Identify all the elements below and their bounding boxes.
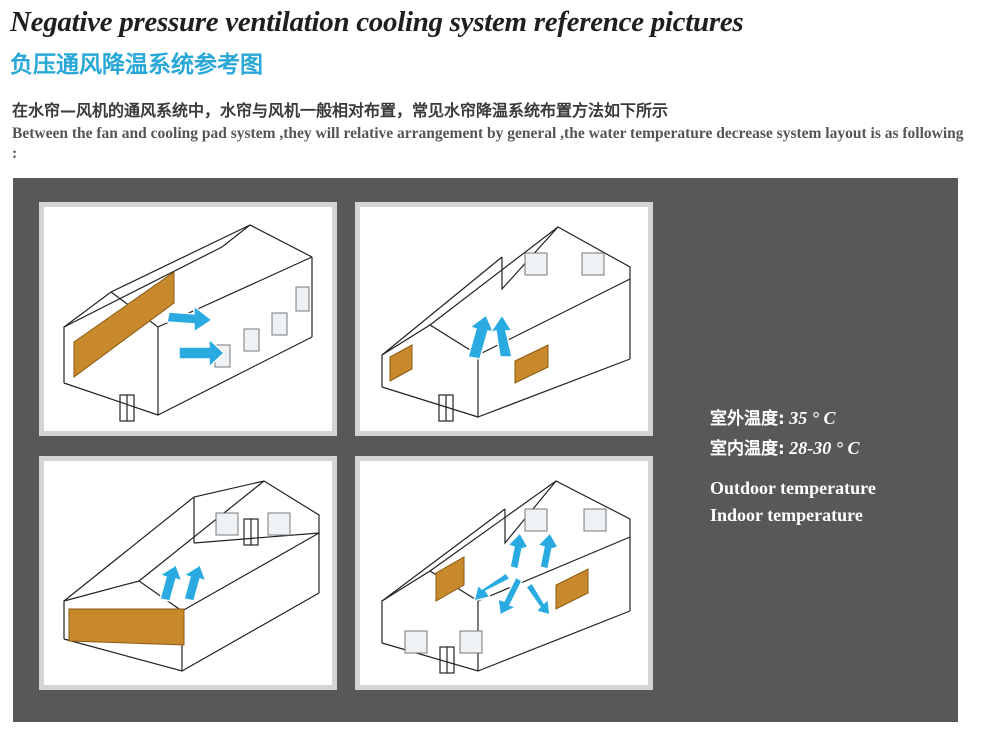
airflow-arrow-icon <box>166 304 214 334</box>
diagram-3-house <box>63 480 320 672</box>
fan-icon <box>524 508 548 532</box>
legend-outdoor-label-en: Outdoor temperature <box>710 478 876 498</box>
fan-icon <box>295 286 310 312</box>
diagram-3-card <box>39 456 337 690</box>
diagram-2-house <box>381 226 631 422</box>
airflow-arrow-icon <box>524 581 551 617</box>
intro-text-cn: 在水帘—风机的通风系统中，水帘与风机一般相对布置，常见水帘降温系统布置方法如下所… <box>12 101 669 120</box>
cooling-pad-icon <box>68 608 185 646</box>
fan-icon <box>524 252 548 276</box>
airflow-arrow-icon <box>467 313 496 360</box>
cooling-pad-icon <box>389 344 413 382</box>
intro-text-en: Between the fan and cooling pad system ,… <box>12 125 964 162</box>
page-subtitle-cn: 负压通风降温系统参考图 <box>10 52 263 78</box>
airflow-arrow-icon <box>472 571 512 603</box>
diagram-4-house <box>381 480 631 674</box>
legend-indoor-value: 28-30 ° C <box>789 438 860 458</box>
fan-icon <box>271 312 288 336</box>
fan-icon <box>581 252 605 276</box>
legend-indoor-label-en: Indoor temperature <box>710 505 863 525</box>
fan-icon <box>215 512 239 536</box>
legend-indoor-row: 室内温度: 28-30 ° C <box>710 434 859 459</box>
legend-outdoor-row: 室外温度: 35 ° C <box>710 404 835 429</box>
airflow-arrow-icon <box>182 563 208 602</box>
diagram-1-house <box>63 224 313 422</box>
airflow-arrow-icon <box>506 531 530 570</box>
fan-icon <box>267 512 291 536</box>
cooling-pad-icon <box>435 556 465 602</box>
airflow-arrow-icon <box>536 531 560 570</box>
fan-icon <box>404 630 428 654</box>
airflow-arrow-icon <box>178 337 226 369</box>
fan-icon <box>583 508 607 532</box>
legend-outdoor-value: 35 ° C <box>789 408 836 428</box>
cooling-pad-icon <box>73 271 175 378</box>
diagram-2-card <box>355 202 653 436</box>
legend-indoor-label-cn: 室内温度: <box>710 439 785 459</box>
airflow-arrow-icon <box>497 575 523 617</box>
page-title: Negative pressure ventilation cooling sy… <box>10 6 744 38</box>
fan-icon <box>243 328 260 352</box>
airflow-arrow-icon <box>488 313 514 358</box>
airflow-arrow-icon <box>158 563 184 602</box>
cooling-pad-icon <box>555 568 589 610</box>
fan-icon <box>459 630 483 654</box>
diagram-panel: 室外温度: 35 ° C 室内温度: 28-30 ° C Outdoor tem… <box>13 178 958 722</box>
diagram-4-card <box>355 456 653 690</box>
diagram-1-card <box>39 202 337 436</box>
cooling-pad-icon <box>514 344 549 384</box>
legend-outdoor-label-cn: 室外温度: <box>710 409 785 429</box>
